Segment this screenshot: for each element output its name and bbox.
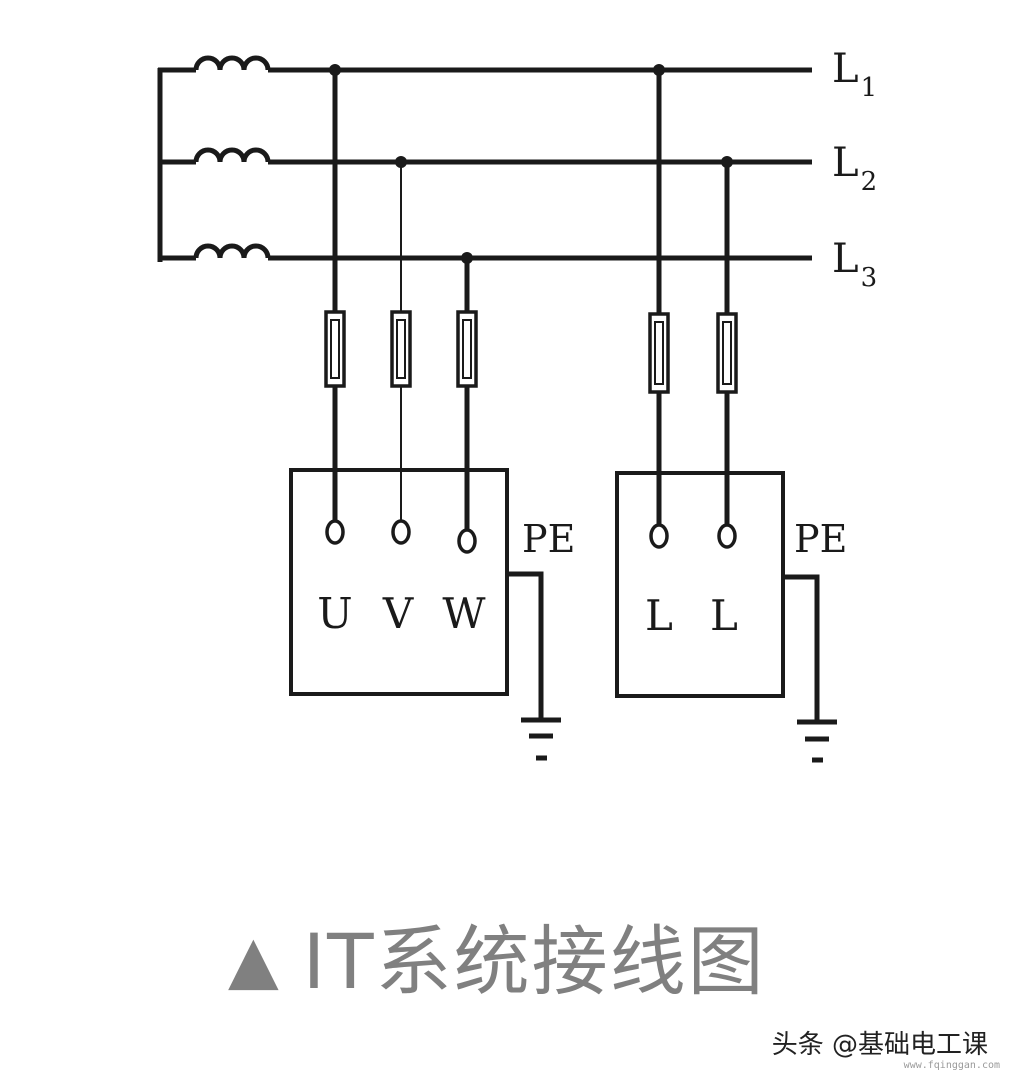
l1-label: L1 bbox=[832, 46, 877, 103]
ground-icon-left bbox=[521, 717, 561, 761]
triangle-icon: ▲ bbox=[228, 921, 281, 998]
pe-wire-right bbox=[783, 574, 820, 722]
ground-icon-right bbox=[797, 719, 837, 763]
fuse-l2 bbox=[716, 312, 738, 394]
terminal-w-label: W bbox=[442, 589, 486, 638]
l2-label: L2 bbox=[832, 140, 877, 197]
l1-coil bbox=[193, 55, 271, 71]
l3-coil bbox=[193, 243, 271, 259]
site-watermark: www.fqinggan.com bbox=[903, 1060, 1000, 1071]
single-phase-load-box bbox=[615, 471, 785, 698]
terminal-w bbox=[457, 528, 477, 554]
pe-wire-left bbox=[507, 571, 544, 720]
terminal-l1-label: L bbox=[645, 591, 673, 640]
terminal-u-label: U bbox=[317, 589, 352, 638]
terminal-l1 bbox=[649, 523, 669, 549]
caption-text: IT系统接线图 bbox=[302, 917, 766, 1006]
fuse-w bbox=[456, 310, 478, 388]
figure-caption: ▲ IT系统接线图 bbox=[228, 900, 766, 1010]
terminal-v-label: V bbox=[382, 589, 414, 638]
terminal-v bbox=[391, 519, 411, 545]
terminal-l2 bbox=[717, 523, 737, 549]
fuse-v bbox=[390, 310, 412, 388]
junction-dot bbox=[329, 64, 341, 76]
watermark: 头条 @基础电工课 bbox=[771, 1030, 988, 1060]
fuse-l1 bbox=[648, 312, 670, 394]
junction-dot bbox=[461, 252, 473, 264]
junction-dot bbox=[653, 64, 665, 76]
fuse-u bbox=[324, 310, 346, 388]
l3-label: L3 bbox=[832, 236, 877, 293]
junction-dot bbox=[395, 156, 407, 168]
three-phase-load-box bbox=[289, 468, 509, 696]
junction-dot bbox=[721, 156, 733, 168]
terminal-l2-label: L bbox=[710, 591, 738, 640]
pe-label-left: PE bbox=[522, 517, 575, 561]
pe-label-right: PE bbox=[794, 517, 847, 561]
l2-coil bbox=[193, 147, 271, 163]
terminal-u bbox=[325, 519, 345, 545]
